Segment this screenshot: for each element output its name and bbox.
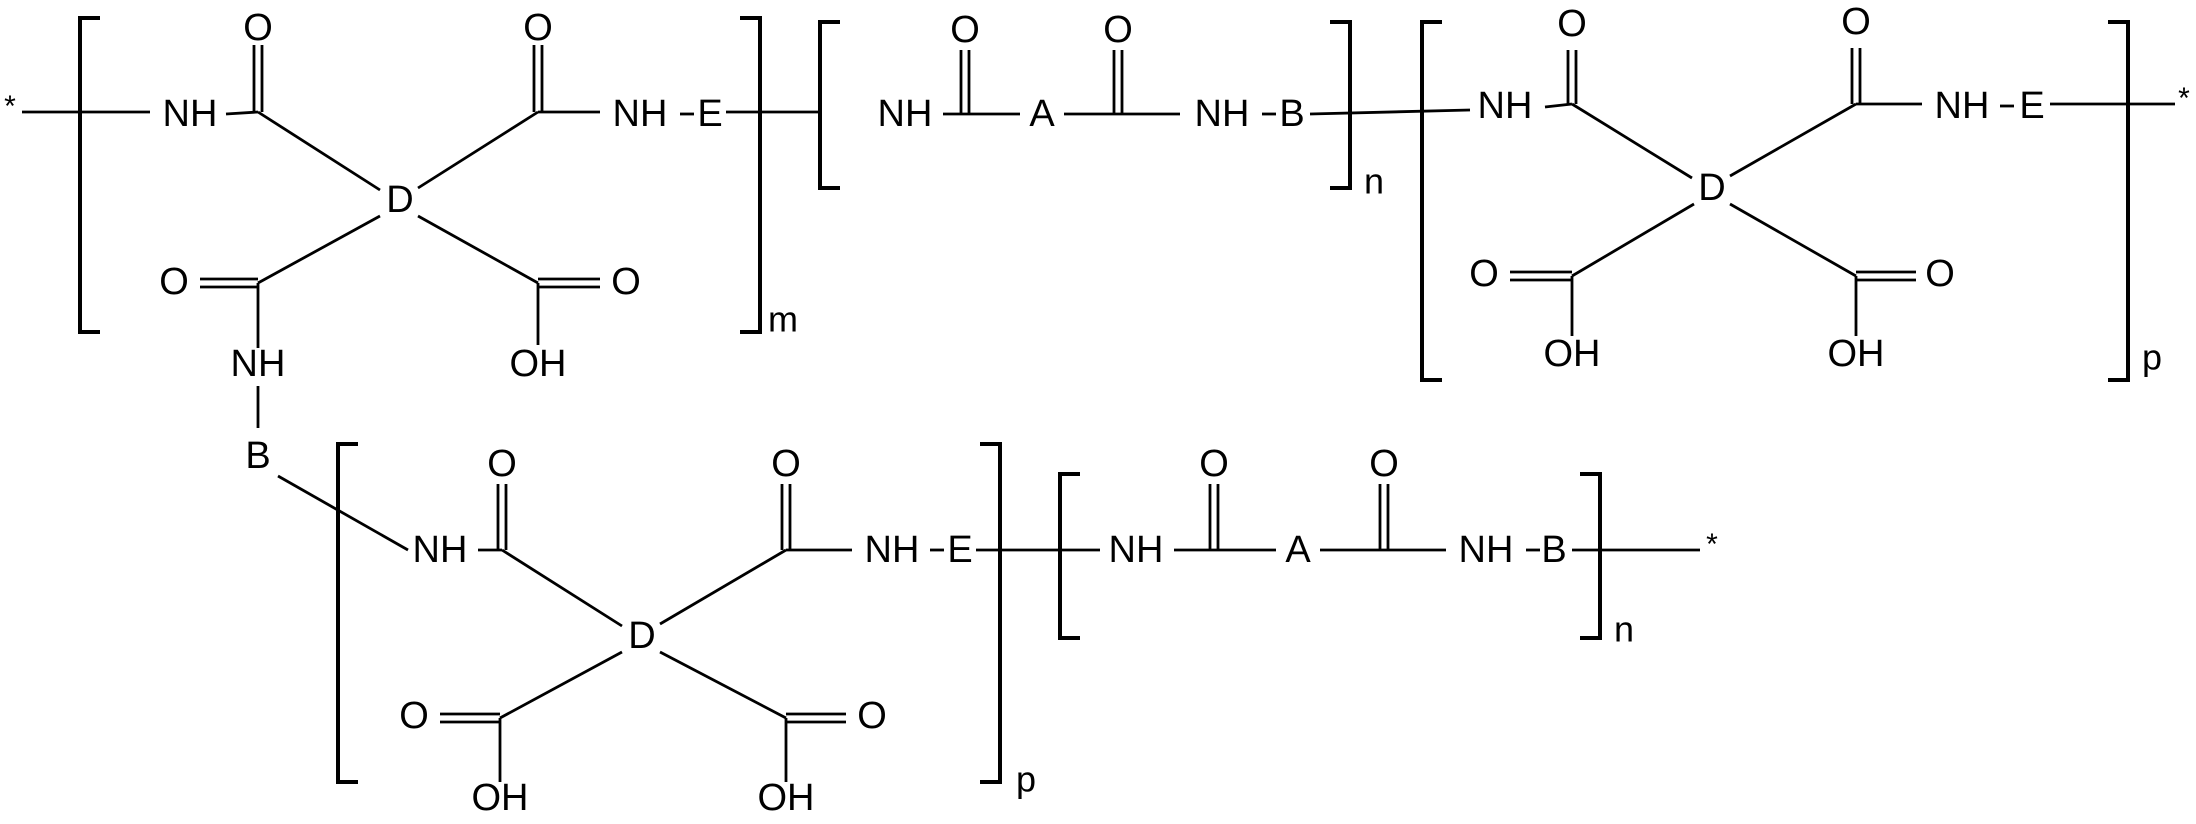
repeat-unit-brackets xyxy=(80,18,2128,782)
e-label: E xyxy=(697,93,722,135)
nh-label: NH xyxy=(1109,529,1164,571)
bond-d-c xyxy=(1572,204,1694,276)
b-label: B xyxy=(1541,529,1566,571)
carbonyl-o-label: O xyxy=(243,7,273,49)
carbonyl-o-label: O xyxy=(159,261,189,303)
bond-nh-c xyxy=(1545,104,1572,107)
bracket-m-right xyxy=(740,18,760,332)
bracket-n-left xyxy=(1060,474,1080,638)
carbonyl-o-label: O xyxy=(771,443,801,485)
bracket-p-right xyxy=(980,444,1000,782)
bond-d-c xyxy=(418,216,538,283)
carbonyl-o-label: O xyxy=(1103,9,1133,51)
carbonyl-o-label: O xyxy=(1469,253,1499,295)
bracket-m-left xyxy=(80,18,100,332)
carbonyl-o-label: O xyxy=(399,695,429,737)
bracket-n-right xyxy=(1330,22,1350,188)
bracket-n-left xyxy=(820,22,840,188)
b-label: B xyxy=(1279,93,1304,135)
carbonyl-o-label: O xyxy=(611,261,641,303)
bracket-n-right xyxy=(1580,474,1600,638)
nh-label: NH xyxy=(1935,85,1990,127)
bond-c-d xyxy=(1572,104,1692,178)
core-d-label: D xyxy=(386,179,413,221)
carbonyl-o-label: O xyxy=(1369,443,1399,485)
core-d-label: D xyxy=(1698,167,1725,209)
subscript-n: n xyxy=(1614,609,1634,650)
bond-c-d xyxy=(258,112,380,190)
nh-label: NH xyxy=(613,93,668,135)
nh-label: NH xyxy=(231,343,286,385)
bond-d-c xyxy=(1730,104,1856,176)
bracket-p-left xyxy=(1422,22,1442,380)
oh-label: OH xyxy=(510,343,567,385)
bracket-p-right xyxy=(2108,22,2128,380)
carbonyl-o-label: O xyxy=(487,443,517,485)
carbonyl-o-label: O xyxy=(1557,3,1587,45)
nh-label: NH xyxy=(413,529,468,571)
bond-lines xyxy=(22,45,2175,782)
carbonyl-o-label: O xyxy=(1925,253,1955,295)
bracket-p-left xyxy=(338,444,358,782)
bond-b-nh xyxy=(278,476,408,550)
end-star-top-left: * xyxy=(4,90,16,123)
end-star-top-right: * xyxy=(2178,82,2190,115)
oh-label: OH xyxy=(1544,333,1601,375)
bond-d-c xyxy=(258,216,380,283)
bond-d-c xyxy=(418,112,538,188)
nh-label: NH xyxy=(865,529,920,571)
bond-d-c xyxy=(660,652,786,718)
subscript-p: p xyxy=(1016,759,1036,800)
bond-d-c xyxy=(500,652,622,718)
e-label: E xyxy=(2019,85,2044,127)
oh-label: OH xyxy=(472,777,529,819)
oh-label: OH xyxy=(1828,333,1885,375)
nh-label: NH xyxy=(1459,529,1514,571)
b-label: B xyxy=(245,435,270,477)
chain-bond xyxy=(1310,110,1470,114)
core-d-label: D xyxy=(628,615,655,657)
atom-labels: *NHODONHEONHBOOHmNHOAONHBnNHODONHE*OOHOO… xyxy=(4,1,2190,819)
a-label: A xyxy=(1285,529,1311,571)
oh-label: OH xyxy=(758,777,815,819)
carbonyl-o-label: O xyxy=(950,9,980,51)
subscript-p: p xyxy=(2142,337,2162,378)
carbonyl-o-label: O xyxy=(1841,1,1871,43)
bond-c-d xyxy=(502,550,622,626)
nh-label: NH xyxy=(163,93,218,135)
end-star-bottom-right: * xyxy=(1706,528,1718,561)
bond-d-c xyxy=(1730,204,1856,276)
a-label: A xyxy=(1029,93,1055,135)
carbonyl-o-label: O xyxy=(1199,443,1229,485)
bond-nh-c xyxy=(226,112,258,114)
nh-label: NH xyxy=(1478,85,1533,127)
subscript-n: n xyxy=(1364,161,1384,202)
e-label: E xyxy=(947,529,972,571)
subscript-m: m xyxy=(768,299,798,340)
nh-label: NH xyxy=(878,93,933,135)
carbonyl-o-label: O xyxy=(523,7,553,49)
nh-label: NH xyxy=(1195,93,1250,135)
bond-d-c xyxy=(660,550,786,624)
carbonyl-o-label: O xyxy=(857,695,887,737)
